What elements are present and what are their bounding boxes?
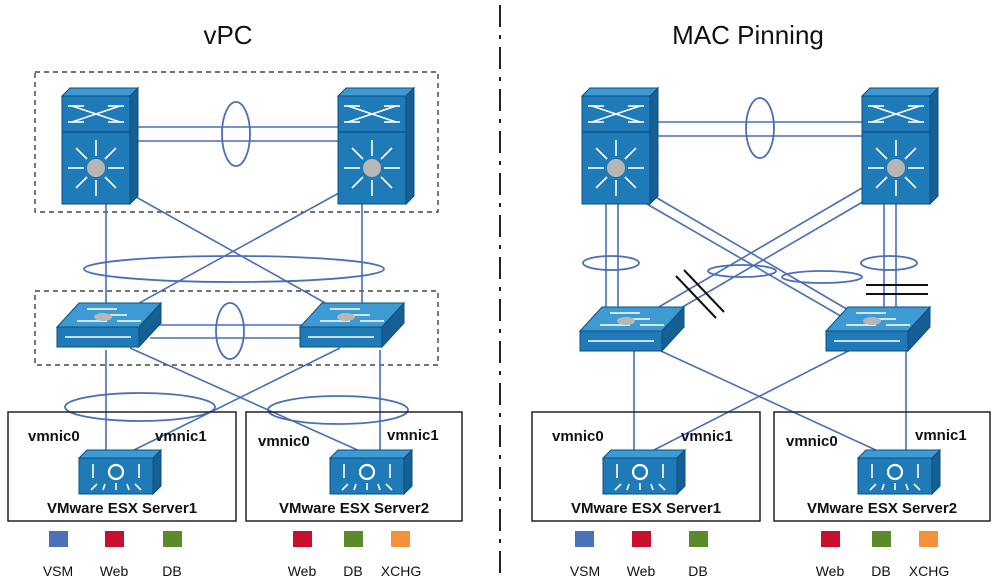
mac-blocked-link-marks <box>675 269 928 319</box>
vpc-server1-vmnic0: vmnic0 <box>28 428 80 445</box>
mac-legend: VSM Web DB Web DB XCHG <box>570 531 949 579</box>
legend-label-xchg: XCHG <box>909 563 949 579</box>
legend-swatch-vsm <box>575 531 594 547</box>
mac-server1-label: VMware ESX Server1 <box>571 500 721 517</box>
legend-swatch-db <box>344 531 363 547</box>
vpc-server2-vmnic0: vmnic0 <box>258 433 310 450</box>
legend-label-db: DB <box>343 563 362 579</box>
legend-swatch-web <box>821 531 840 547</box>
vpc-access-switch-right-icon <box>299 302 405 348</box>
legend-swatch-db <box>689 531 708 547</box>
mac-server1-vswitch-icon <box>601 448 687 496</box>
mac-server2-vswitch-icon <box>856 448 942 496</box>
vpc-server2-box <box>245 411 463 522</box>
legend-label-vsm: VSM <box>43 563 73 579</box>
mac-core-switch-right-icon <box>861 87 939 205</box>
vpc-server1-vswitch-icon <box>77 448 163 496</box>
legend-label-xchg: XCHG <box>381 563 421 579</box>
vpc-port-channel-ovals <box>64 101 409 425</box>
vpc-server1-label: VMware ESX Server1 <box>47 500 197 517</box>
legend-label-vsm: VSM <box>570 563 600 579</box>
legend-swatch-vsm <box>49 531 68 547</box>
legend-label-web: Web <box>288 563 317 579</box>
legend-swatch-xchg <box>919 531 938 547</box>
legend-label-web: Web <box>627 563 656 579</box>
mac-links <box>605 121 907 453</box>
vpc-access-domain-box <box>34 290 439 366</box>
mac-access-switch-left-icon <box>579 306 685 352</box>
legend-label-db: DB <box>688 563 707 579</box>
mac-port-channel-ovals <box>582 97 918 284</box>
legend-label-db: DB <box>162 563 181 579</box>
vpc-access-switch-left-icon <box>56 302 162 348</box>
legend-label-web: Web <box>816 563 845 579</box>
vpc-server1-vmnic1: vmnic1 <box>155 428 207 445</box>
vpc-legend: VSM Web DB Web DB XCHG <box>43 531 421 579</box>
vpc-core-switch-left-icon <box>61 87 139 205</box>
legend-label-db: DB <box>871 563 890 579</box>
legend-swatch-db <box>163 531 182 547</box>
legend-swatch-xchg <box>391 531 410 547</box>
mac-server1-vmnic1: vmnic1 <box>681 428 733 445</box>
legend-swatch-db <box>872 531 891 547</box>
mac-server1-vmnic0: vmnic0 <box>552 428 604 445</box>
legend-swatch-web <box>293 531 312 547</box>
legend-swatch-web <box>632 531 651 547</box>
legend-swatch-web <box>105 531 124 547</box>
vpc-title: vPC <box>203 20 252 50</box>
vpc-server2-label: VMware ESX Server2 <box>279 500 429 517</box>
legend-label-web: Web <box>100 563 129 579</box>
mac-server2-vmnic1: vmnic1 <box>915 427 967 444</box>
mac-pinning-title: MAC Pinning <box>672 20 824 50</box>
vpc-core-domain-box <box>34 71 439 213</box>
vpc-links <box>105 126 381 453</box>
mac-server2-label: VMware ESX Server2 <box>807 500 957 517</box>
vpc-core-switch-right-icon <box>337 87 415 205</box>
mac-server1-box <box>531 411 761 522</box>
vpc-server2-vswitch-icon <box>328 448 414 496</box>
mac-core-switch-left-icon <box>581 87 659 205</box>
mac-access-switch-right-icon <box>825 306 931 352</box>
vpc-server1-box <box>7 411 237 522</box>
mac-server2-vmnic0: vmnic0 <box>786 433 838 450</box>
vpc-server2-vmnic1: vmnic1 <box>387 427 439 444</box>
mac-server2-box <box>773 411 991 522</box>
